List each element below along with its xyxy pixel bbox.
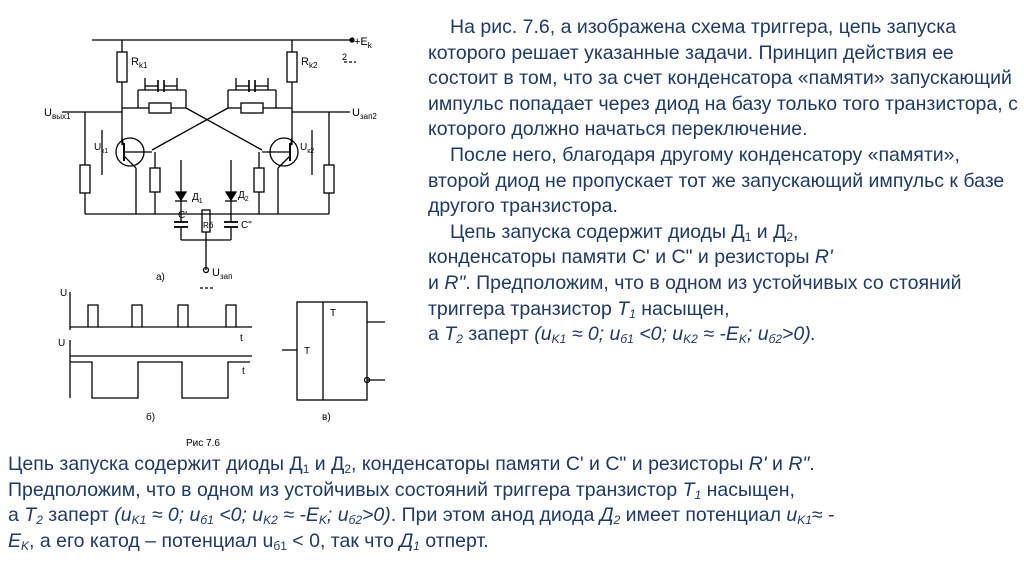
- osc-pulse-train: [87, 304, 237, 327]
- uzap2-label: Uзап2: [352, 107, 377, 121]
- flipflop-block: [296, 301, 368, 401]
- right-text-block: На рис. 7.6, а изображена схема триггера…: [428, 15, 1018, 348]
- rk2-label: Rk2: [301, 56, 318, 70]
- block-t-top: T: [330, 308, 336, 319]
- c2-label: C": [241, 220, 252, 231]
- osc-u1-label: U: [60, 288, 67, 299]
- resistor-rk1: [116, 51, 128, 83]
- diode-d2: [224, 191, 238, 202]
- paragraph-3: Цепь запуска содержит диоды Д1 и Д2, кон…: [428, 220, 962, 347]
- osc-square-wave: [70, 361, 250, 399]
- circuit-figure: +Ek 2 Rk1 Rk2 Uвых1 Uзап2 Uк1 Uк2: [0, 0, 410, 455]
- uzap-label: Uзап: [212, 267, 232, 281]
- osc-t1-label: t: [240, 333, 243, 344]
- uzap-terminal: [202, 266, 210, 274]
- supply-terminal: [349, 37, 355, 43]
- d2-label: Д2: [238, 190, 249, 203]
- label-b: б): [146, 411, 155, 423]
- figure-caption: Рис 7.6: [186, 438, 220, 449]
- diode-d1: [174, 191, 188, 202]
- uk2-label: Uк2: [300, 142, 314, 155]
- c1-label: C': [178, 210, 187, 221]
- resistor-rk2: [286, 51, 298, 83]
- paragraph-2: После него, благодаря другому конденсато…: [428, 143, 1005, 218]
- bottom-text-block: Цепь запуска содержит диоды Д1 и Д2, кон…: [8, 453, 835, 553]
- label-v: в): [322, 412, 331, 423]
- osc-u2-label: U: [58, 338, 65, 349]
- ek-label: +Ek: [354, 36, 373, 50]
- d1-label: Д1: [192, 192, 203, 205]
- osc-t2-label: t: [242, 366, 245, 377]
- resistor-coupling-2: [240, 102, 264, 114]
- label-a: а): [156, 272, 165, 283]
- resistor-coupling-1: [148, 102, 172, 114]
- uvyx1-label: Uвых1: [44, 107, 71, 121]
- uk1-label: Uк1: [94, 142, 108, 155]
- trigger-circuit-diagram: +Ek 2 Rk1 Rk2 Uвых1 Uзап2 Uк1 Uк2: [44, 36, 385, 449]
- svg-text:2: 2: [342, 52, 347, 62]
- rb-label: Rб: [203, 221, 214, 230]
- rk1-label: Rk1: [131, 56, 148, 70]
- paragraph-1: На рис. 7.6, а изображена схема триггера…: [428, 16, 1018, 141]
- block-t-left: T: [304, 346, 310, 357]
